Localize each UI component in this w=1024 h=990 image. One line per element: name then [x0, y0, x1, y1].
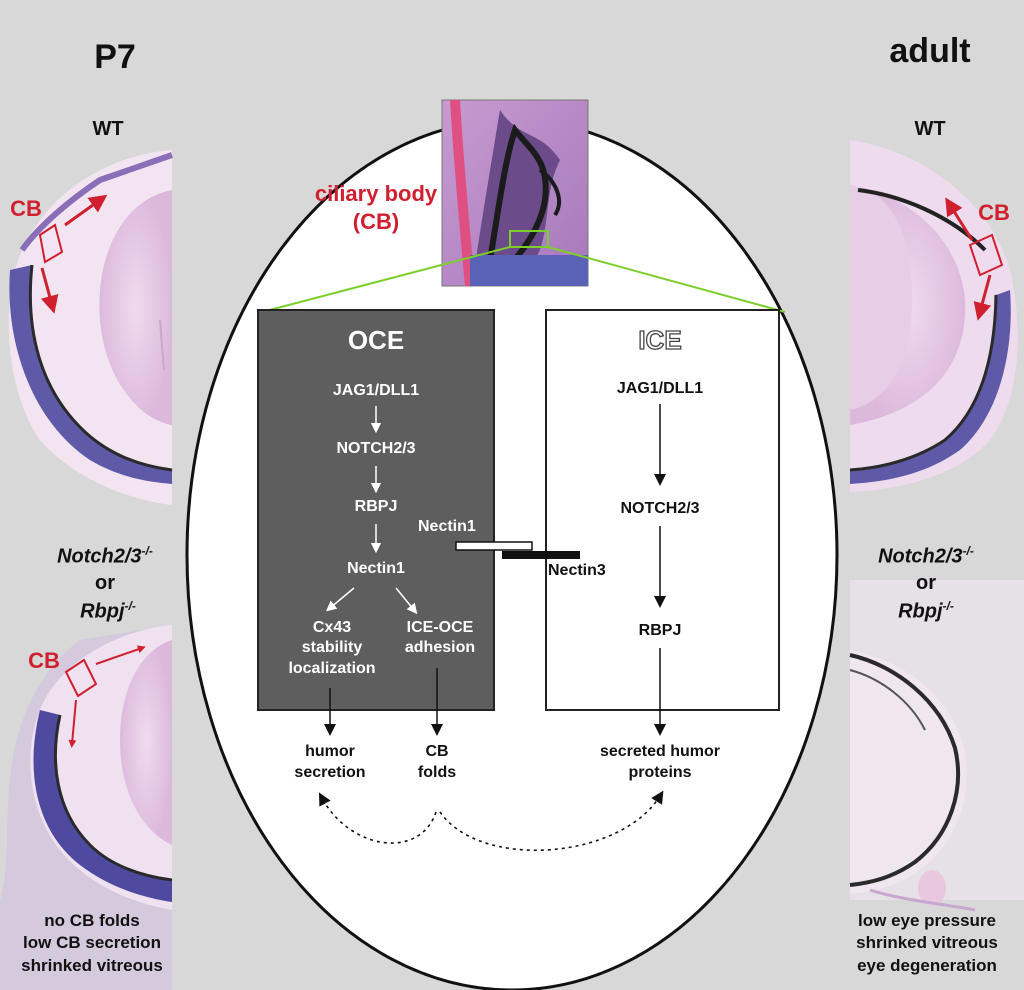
cb-label-p7-mutant: CB: [28, 648, 60, 673]
oce-branch-cx43: Cx43 stability localization: [274, 618, 390, 679]
outcome-secreted-humor-proteins: secreted humor proteins: [570, 742, 750, 784]
or-label-adult: or: [916, 572, 936, 594]
humor-secretion-line-1: humor: [305, 743, 355, 760]
mutant-label-p7-rbpj: Rbpj-/-: [80, 599, 136, 623]
phenotype-adult-line-1: low eye pressure: [858, 911, 996, 930]
oce-title: OCE: [347, 325, 405, 355]
oce-box: [257, 309, 495, 711]
dotted-arrow-to-humor-secretion: [318, 792, 437, 844]
ciliary-body-name: ciliary body: [314, 181, 438, 206]
cx43-line-1: Cx43: [312, 619, 352, 636]
arrow-oce-nectin-adhesion: [395, 587, 418, 615]
oce-node-notch2-3: NOTCH2/3: [336, 440, 416, 457]
ice-box: [545, 309, 780, 711]
oce-node-rbpj: RBPJ: [354, 498, 398, 515]
wt-label-adult: WT: [914, 118, 946, 140]
cx43-line-3: localization: [288, 659, 376, 677]
cb-label-p7-wt: CB: [10, 196, 42, 221]
cx43-line-2: stability: [301, 639, 363, 657]
or-label-p7: or: [95, 572, 115, 594]
ciliary-body-label: ciliary body (CB): [276, 180, 476, 235]
phenotype-p7-line-1: no CB folds: [44, 911, 140, 930]
adult-wt-eye-image: [849, 140, 1018, 492]
phenotype-adult-line-3: eye degeneration: [857, 955, 997, 975]
cb-label-adult-wt: CB: [978, 200, 1010, 225]
phenotype-adult: low eye pressure shrinked vitreous eye d…: [832, 910, 1022, 977]
mutant-label-p7-notch: Notch2/3-/-: [57, 544, 153, 568]
mutant-label-adult-rbpj: Rbpj-/-: [898, 599, 954, 623]
humor-secretion-line-2: secretion: [294, 763, 366, 781]
zoom-line-left: [261, 246, 511, 313]
nectin3-junction-label: Nectin3: [548, 562, 606, 579]
ciliary-body-histology-image: [441, 99, 589, 287]
mutant-label-adult-notch: Notch2/3-/-: [878, 544, 974, 568]
secreted-proteins-line-2: proteins: [628, 763, 692, 781]
outcome-cb-folds: CB folds: [400, 742, 474, 784]
stage-label-p7: P7: [94, 38, 136, 76]
nectin1-junction-label: Nectin1: [418, 518, 476, 535]
stage-label-adult: adult: [889, 32, 971, 70]
adhesion-line-2: adhesion: [404, 639, 476, 657]
p7-wt-eye-image: [0, 150, 173, 520]
adhesion-line-1: ICE-OCE: [406, 619, 474, 636]
ice-node-rbpj: RBPJ: [638, 622, 682, 639]
zoom-line-right: [547, 246, 786, 313]
nectin1-bar: [455, 541, 533, 551]
ice-title: ICE: [638, 324, 683, 355]
oce-branch-adhesion: ICE-OCE adhesion: [390, 618, 490, 659]
adult-mutant-eye-image: [849, 580, 1024, 912]
outcome-humor-secretion: humor secretion: [272, 742, 388, 784]
nectin3-bar: [502, 551, 580, 559]
oce-node-jag1-dll1: JAG1/DLL1: [332, 382, 420, 399]
secreted-proteins-line-1: secreted humor: [599, 743, 721, 760]
phenotype-p7-line-2: low CB secretion: [23, 933, 161, 953]
ciliary-body-abbr: (CB): [352, 208, 400, 234]
phenotype-p7-line-3: shrinked vitreous: [21, 955, 163, 975]
dotted-arrow-to-secreted-proteins: [439, 790, 664, 851]
phenotype-adult-line-2: shrinked vitreous: [856, 933, 998, 953]
wt-label-p7: WT: [92, 118, 124, 140]
arrow-oce-nectin-cx43: [325, 587, 355, 612]
ice-node-notch2-3: NOTCH2/3: [620, 500, 700, 517]
cb-folds-line-2: folds: [417, 763, 457, 781]
ice-node-jag1-dll1: JAG1/DLL1: [616, 380, 704, 397]
p7-mutant-eye-image: [0, 625, 173, 990]
cb-folds-line-1: CB: [425, 743, 449, 760]
oce-node-nectin1: Nectin1: [347, 560, 405, 577]
phenotype-p7: no CB folds low CB secretion shrinked vi…: [2, 910, 182, 977]
